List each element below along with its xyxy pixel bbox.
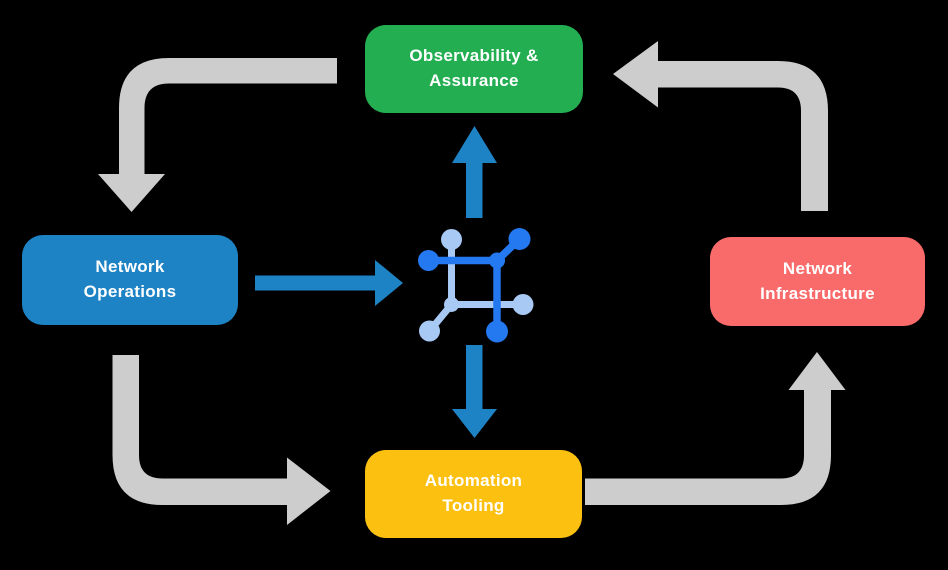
node-network-operations: Network Operations <box>22 235 238 325</box>
node-observability-assurance-label: Observability & Assurance <box>409 46 539 90</box>
flow-arrow-operations-to-center <box>255 260 403 306</box>
network-mesh-icon-dark-dots <box>418 228 531 343</box>
node-automation-tooling-label: Automation Tooling <box>424 471 523 515</box>
cycle-arrow-infrastructure-to-observability <box>613 41 828 211</box>
cycle-arrow-observability-to-operations <box>98 58 337 212</box>
node-observability-assurance: Observability & Assurance <box>365 25 583 113</box>
cycle-arrow-operations-to-automation <box>112 355 331 525</box>
flow-arrow-center-to-automation <box>452 345 497 438</box>
network-mesh-icon-light-dots <box>419 229 534 342</box>
node-network-infrastructure-label: Network Infrastructure <box>760 258 875 303</box>
network-mesh-icon <box>418 228 534 343</box>
node-automation-tooling: Automation Tooling <box>365 450 582 538</box>
cycle-arrow-automation-to-infrastructure <box>585 352 846 505</box>
flow-arrow-center-to-observability <box>452 126 497 218</box>
node-network-operations-label: Network Operations <box>83 257 177 301</box>
node-network-infrastructure: Network Infrastructure <box>710 237 925 326</box>
